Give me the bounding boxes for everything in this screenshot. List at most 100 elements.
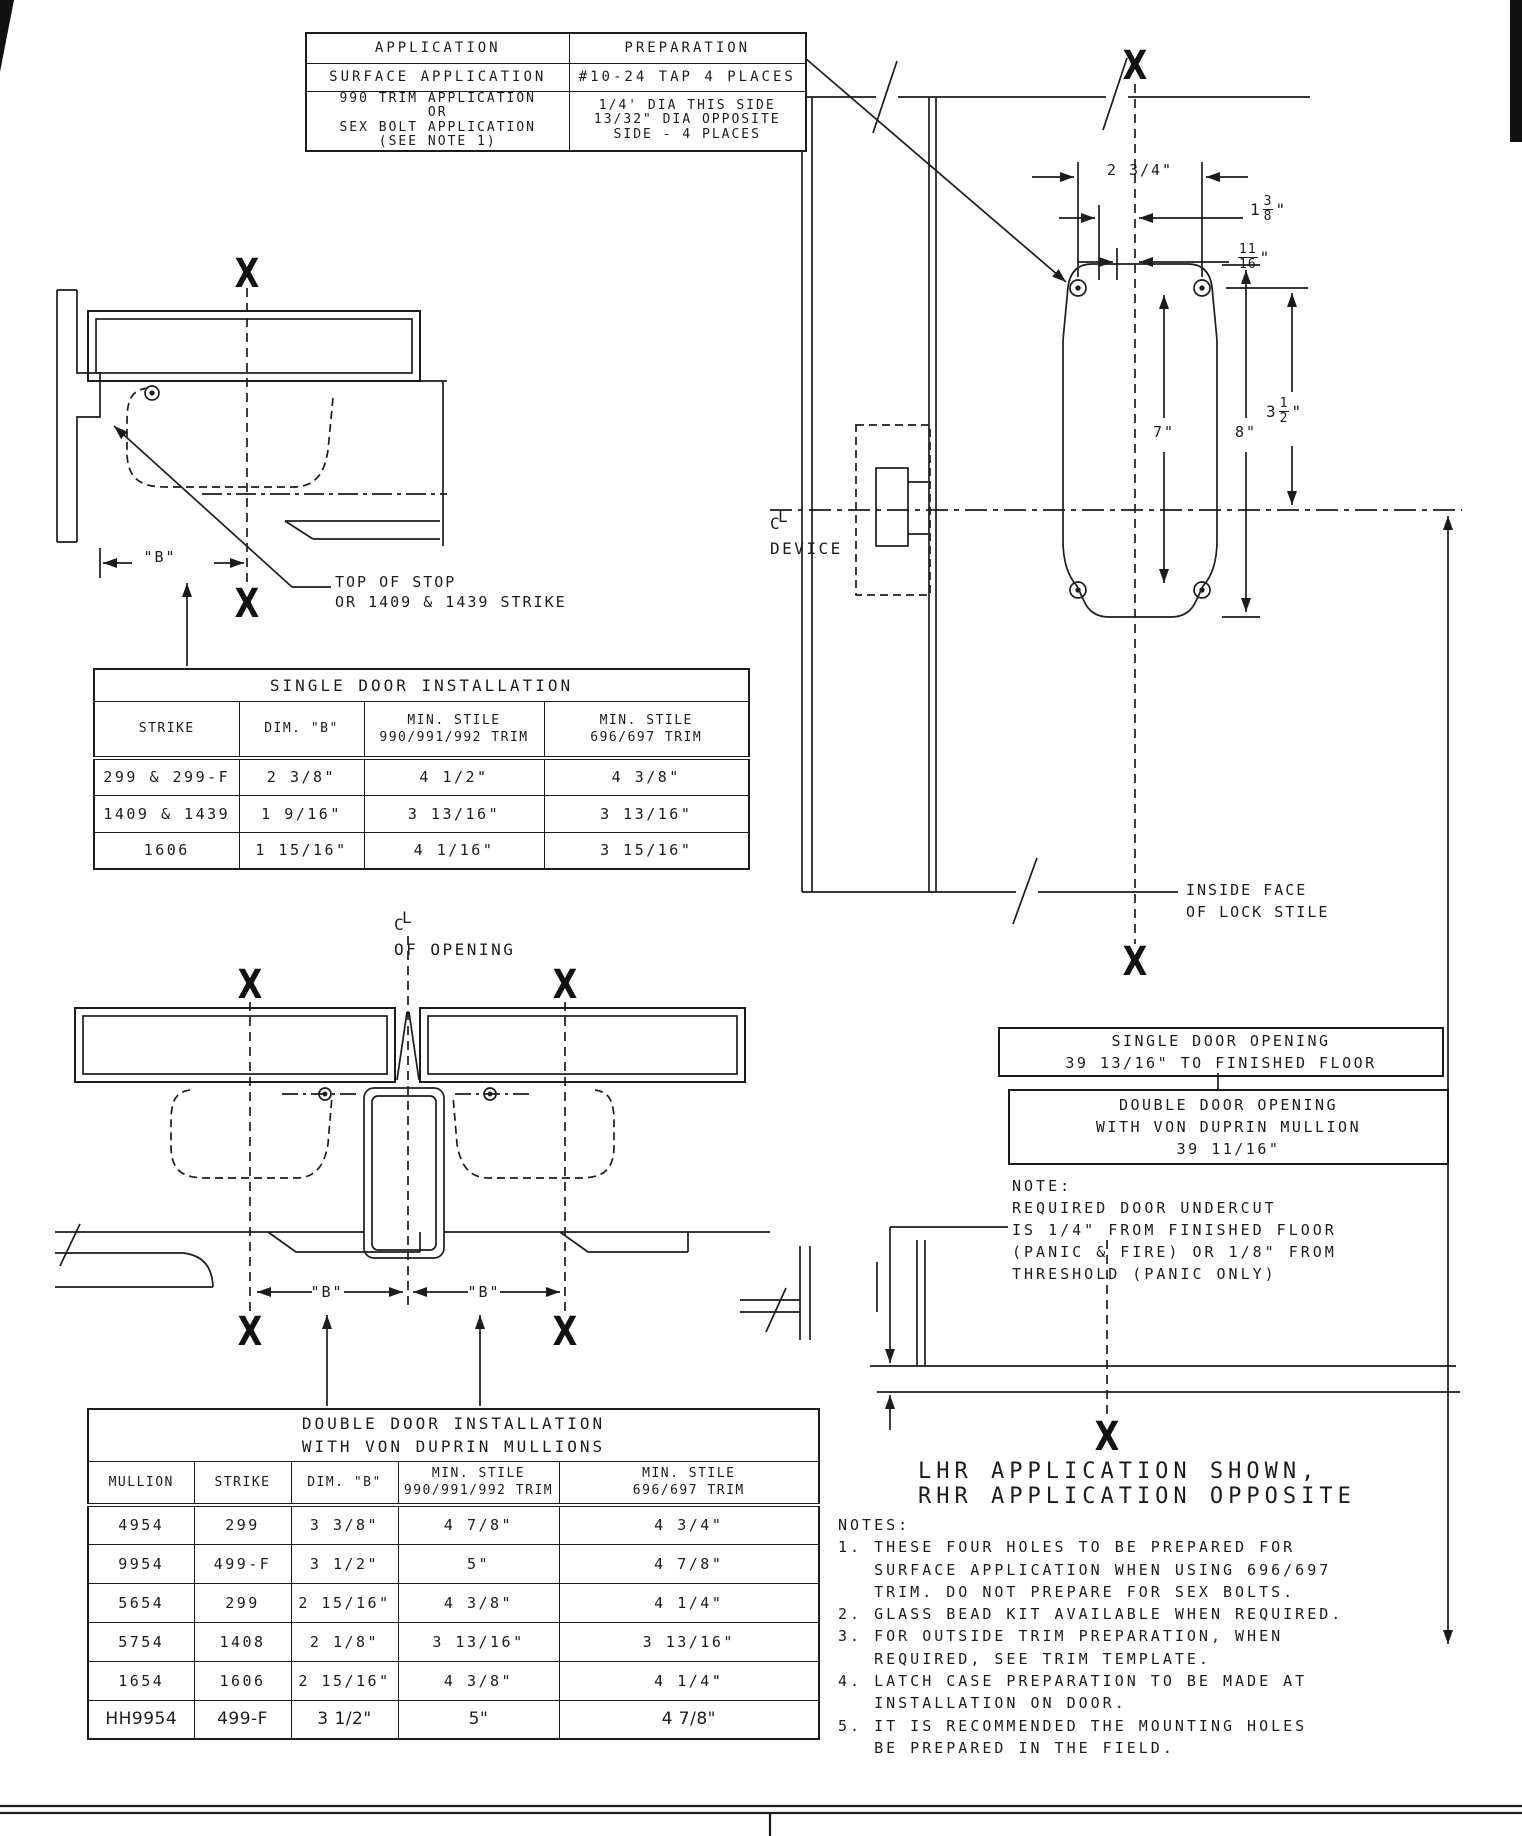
- cell: 499-F: [193, 1699, 292, 1740]
- col-header-mullion: MULLION: [87, 1460, 195, 1507]
- app-row1-preparation: #10-24 TAP 4 PLACES: [568, 62, 807, 92]
- section-marker-x: X: [1122, 939, 1148, 985]
- dim-b-right: "B": [467, 1283, 501, 1301]
- cell: 1408: [193, 1621, 292, 1662]
- cell: 4 1/2": [363, 757, 545, 796]
- col-header-min-stile-990: MIN. STILE 990/991/992 TRIM: [363, 700, 545, 760]
- cell: 4954: [87, 1504, 195, 1545]
- section-marker-x: X: [552, 962, 578, 1008]
- cell: 3 13/16": [543, 794, 750, 833]
- col-header-min-stile-990: MIN. STILE 990/991/992 TRIM: [397, 1460, 560, 1507]
- device-label: DEVICE: [770, 539, 843, 558]
- app-row1-application: SURFACE APPLICATION: [305, 62, 570, 92]
- dim-unit: ": [1259, 247, 1271, 267]
- double-door-opening-box: DOUBLE DOOR OPENING WITH VON DUPRIN MULL…: [1008, 1089, 1449, 1165]
- of-opening-label: OF OPENING: [394, 940, 516, 959]
- app-col-header: APPLICATION: [305, 32, 570, 64]
- cell: 4 7/8": [558, 1543, 820, 1584]
- cell: 2 15/16": [290, 1660, 399, 1701]
- single-door-section-drawing: [56, 288, 447, 666]
- dim-unit: ": [1291, 401, 1303, 421]
- cell: 5": [397, 1699, 560, 1740]
- col-header-min-stile-696: MIN. STILE 696/697 TRIM: [558, 1460, 820, 1507]
- cell: 5654: [87, 1582, 195, 1623]
- title-block-edge: [0, 1804, 1522, 1836]
- prep-col-header: PREPARATION: [568, 32, 807, 64]
- cell: 2 15/16": [290, 1582, 399, 1623]
- dim-unit: ": [1275, 199, 1287, 219]
- single-door-opening-box: SINGLE DOOR OPENING 39 13/16" TO FINISHE…: [998, 1027, 1444, 1077]
- cell: 3 13/16": [363, 794, 545, 833]
- section-marker-x: X: [1094, 1414, 1120, 1460]
- dim-num: 11: [1238, 242, 1258, 258]
- section-marker-x: X: [552, 1309, 578, 1355]
- section-marker-x: X: [237, 962, 263, 1008]
- undercut-note: NOTE: REQUIRED DOOR UNDERCUT IS 1/4" FRO…: [1012, 1177, 1337, 1283]
- inside-face-label: INSIDE FACE OF LOCK STILE: [1186, 881, 1330, 921]
- cell: 1654: [87, 1660, 195, 1701]
- cell: HH9954: [87, 1699, 195, 1740]
- cell: 299 & 299-F: [93, 757, 240, 796]
- cl-l: L: [402, 908, 415, 927]
- cell: 4 1/16": [363, 831, 545, 870]
- app-row2-preparation: 1/4' DIA THIS SIDE 13/32" DIA OPPOSITE S…: [568, 90, 807, 151]
- cell: 3 13/16": [558, 1621, 820, 1662]
- cl-c: C: [394, 915, 407, 934]
- cl-l: L: [778, 507, 791, 526]
- dim-b-single: "B": [143, 548, 177, 566]
- scan-artifacts: [0, 0, 1522, 142]
- cell: 4 7/8": [397, 1504, 560, 1545]
- cell: 4 3/8": [397, 1660, 560, 1701]
- dim-num: 3: [1262, 194, 1274, 210]
- single-table-title: SINGLE DOOR INSTALLATION: [93, 668, 750, 702]
- col-header-strike: STRIKE: [93, 700, 240, 760]
- cell: 4 7/8": [558, 1699, 820, 1740]
- cell: 3 15/16": [543, 831, 750, 870]
- col-header-strike: STRIKE: [193, 1460, 292, 1507]
- app-row2-application: 990 TRIM APPLICATION OR SEX BOLT APPLICA…: [305, 90, 570, 151]
- cell: 1 9/16": [238, 794, 365, 833]
- cell: 5754: [87, 1621, 195, 1662]
- cl-c: C: [770, 514, 783, 533]
- double-door-installation-table: DOUBLE DOOR INSTALLATION WITH VON DUPRIN…: [87, 1408, 821, 1740]
- dim-b-left: "B": [310, 1283, 344, 1301]
- top-of-stop-note: TOP OF STOP OR 1409 & 1439 STRIKE: [335, 573, 567, 611]
- cell: 3 3/8": [290, 1504, 399, 1545]
- cell: 3 1/2": [290, 1543, 399, 1584]
- handing-note: LHR APPLICATION SHOWN, RHR APPLICATION O…: [918, 1459, 1356, 1509]
- cell: 2 3/8": [238, 757, 365, 796]
- cell: 4 3/4": [558, 1504, 820, 1545]
- undercut-detail-drawing: [740, 1226, 1460, 1430]
- dim-7: 7": [1152, 423, 1176, 441]
- cell: 4 1/4": [558, 1582, 820, 1623]
- dim-8: 8": [1234, 423, 1258, 441]
- single-door-installation-table: SINGLE DOOR INSTALLATION STRIKE DIM. "B"…: [93, 668, 750, 870]
- cell: 499-F: [193, 1543, 292, 1584]
- col-header-dim-b: DIM. "B": [290, 1460, 399, 1507]
- dim-num: 1: [1278, 396, 1290, 412]
- section-marker-x: X: [234, 251, 260, 297]
- cell: 299: [193, 1582, 292, 1623]
- notes-list: NOTES: 1. THESE FOUR HOLES TO BE PREPARE…: [838, 1516, 1344, 1757]
- cell: 3 13/16": [397, 1621, 560, 1662]
- cell: 1606: [193, 1660, 292, 1701]
- cell: 1 15/16": [238, 831, 365, 870]
- double-table-title: DOUBLE DOOR INSTALLATION WITH VON DUPRIN…: [87, 1408, 820, 1462]
- dim-2-3-4: 2 3/4": [1106, 161, 1174, 179]
- cell: 4 3/8": [397, 1582, 560, 1623]
- dim-den: 8: [1263, 208, 1273, 224]
- device-elevation-drawing: [770, 57, 1462, 1644]
- cell: 2 1/8": [290, 1621, 399, 1662]
- cell: 1606: [93, 831, 240, 870]
- dim-whole: 3: [1266, 401, 1277, 421]
- cell: 1409 & 1439: [93, 794, 240, 833]
- section-marker-x: X: [234, 581, 260, 627]
- cell: 5": [397, 1543, 560, 1584]
